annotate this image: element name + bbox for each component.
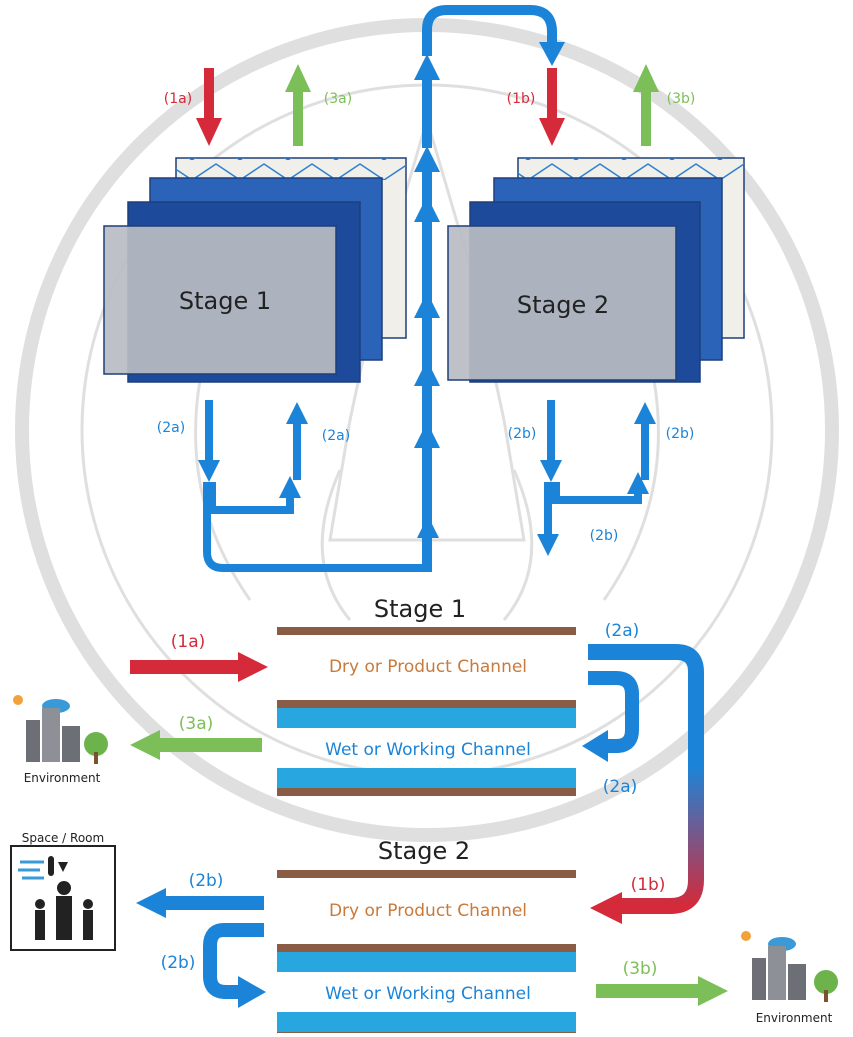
environment-right-icon <box>741 931 838 1002</box>
label-2a-top-right: (2a) <box>322 428 350 444</box>
label-2b-down: (2b) <box>161 953 196 973</box>
wet-channel-1: Wet or Working Channel <box>325 740 531 760</box>
label-3a-bottom: (3a) <box>179 714 214 734</box>
stage2-bottom-flow <box>544 400 649 534</box>
stage2-channels <box>277 870 576 1033</box>
arrow-1a-bottom <box>130 652 268 682</box>
environment-left-label: Environment <box>24 771 101 785</box>
stage1-exchanger: Stage 1 <box>103 157 407 383</box>
arrow-2a-inner <box>588 671 639 753</box>
dry-channel-1: Dry or Product Channel <box>329 657 527 677</box>
arrow-3a-bottom <box>130 730 262 760</box>
environment-right-label: Environment <box>756 1011 833 1025</box>
space-room-icon <box>10 845 116 951</box>
label-1b: (1b) <box>631 875 666 895</box>
label-3b-top: (3b) <box>667 91 696 107</box>
label-1a-top: (1a) <box>164 91 192 107</box>
arrow-3b-bottom <box>596 976 728 1006</box>
stage2-title: Stage 2 <box>378 837 470 865</box>
stage1-channels <box>277 627 576 796</box>
label-1a-bottom: (1a) <box>171 632 206 652</box>
label-2b-top-bottom: (2b) <box>590 528 619 544</box>
label-3a-top: (3a) <box>324 91 352 107</box>
arrow-2a-to-1b <box>588 644 704 914</box>
label-2b-top-right: (2b) <box>666 426 695 442</box>
stage1-label: Stage 1 <box>179 287 271 315</box>
stage1-title: Stage 1 <box>374 595 466 623</box>
wet-channel-2: Wet or Working Channel <box>325 984 531 1004</box>
arrow-3a-out <box>285 64 311 146</box>
arrow-top-loop <box>422 5 557 56</box>
arrow-2b-down <box>203 923 264 999</box>
label-2b-out: (2b) <box>189 871 224 891</box>
label-2b-top-left: (2b) <box>508 426 537 442</box>
stage2-label: Stage 2 <box>517 291 609 319</box>
arrow-1a-in <box>196 68 222 146</box>
label-2a-inner: (2a) <box>603 777 638 797</box>
arrow-3b-out <box>633 64 659 146</box>
label-3b-bottom: (3b) <box>623 959 658 979</box>
label-2a-top-left: (2a) <box>157 420 185 436</box>
label-1b-top: (1b) <box>507 91 536 107</box>
space-room-label: Space / Room <box>22 831 104 845</box>
environment-left-icon <box>13 695 108 764</box>
stage1-bottom-flow <box>203 400 432 572</box>
stage2-exchanger: Stage 2 <box>447 157 745 383</box>
label-2a-top: (2a) <box>605 621 640 641</box>
arrow-central-riser <box>414 54 440 568</box>
dry-channel-2: Dry or Product Channel <box>329 901 527 921</box>
arrow-1b-in <box>539 68 565 146</box>
arrow-2b-out <box>136 888 264 918</box>
